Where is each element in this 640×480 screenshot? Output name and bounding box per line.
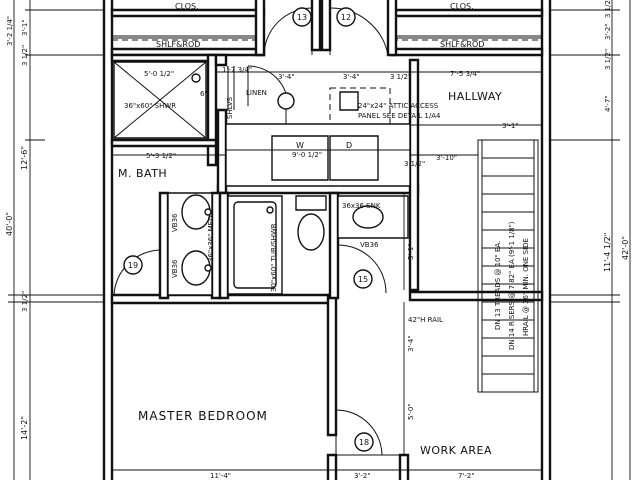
vanity-left [168,193,212,295]
door-tags [124,256,373,451]
door-18 [336,410,400,455]
dimension-text: 40'-0" 12'-6" 14'-2" 3'-2 1/4" 3'-1" 3 1… [5,0,630,480]
door-15 [338,245,386,293]
closet-left [112,0,264,55]
stair-notes: DN 13 TREADS @ 10" EA. DN 14 RISERS @ 7.… [494,221,530,350]
shower [114,62,206,138]
dim-right-total: 42'-0" [621,236,630,260]
dim-tick-3-1-2: 3 1/2" [404,160,425,168]
label-shower: 36"x60" SHWR [124,102,176,110]
dim-left-b: 3'-1" [21,19,29,36]
dim-3-4-a: 3'-4" [278,73,295,81]
dimensions-interior [112,72,542,470]
label-washer: W [296,141,304,150]
dim-3-4-b: 3'-4" [343,73,360,81]
door-tag-12: 12 [341,13,351,22]
sink-vanity [338,196,408,238]
label-shelves: SHLVS [226,96,234,119]
dim-left-c2: 3 1/2" [21,291,29,312]
dim-right-d2: 3 1/2" [604,49,612,70]
dim-left-c: 3 1/2" [21,45,29,66]
stair-note-treads: DN 13 TREADS @ 10" EA. [494,241,502,330]
dim-left-upper: 12'-6" [20,146,29,170]
dim-left-a: 3'-2 1/4" [6,16,14,46]
door-tag-18: 18 [359,438,369,447]
room-master-bedroom: MASTER BEDROOM [138,409,268,423]
fixture-labels: CLOS. CLOS. SHLF&ROD SHLF&ROD 36"x60" SH… [124,2,484,324]
label-sink: 36x36 SNK [342,202,381,210]
washer-dryer [226,92,410,186]
dim-right-a: 3'-2" [604,23,612,40]
closet-right [388,0,542,55]
dim-6: 6" [200,90,208,98]
label-rail: 42"H RAIL [408,316,443,324]
dim-left-lower: 14'-2" [20,416,29,440]
label-attic-access: 24"x24" ATTIC ACCESS [358,102,439,110]
toilet [296,196,326,251]
dim-3-1: 3'-1" [502,122,519,130]
dim-right-c: 11'-4 1/2" [603,233,612,272]
dim-9-0-1-2: 9'-0 1/2" [292,151,322,159]
dimensions-right [550,0,630,480]
stair-note-risers: DN 14 RISERS @ 7.82" EA (9'-1 1/8") [508,221,516,350]
attic-access [330,88,390,124]
label-linen: LINEN [246,89,267,97]
label-panel-detail: PANEL SEE DETAIL 1/A4 [358,112,441,120]
dim-5-3-1-2: 5'-3 1/2" [146,152,176,160]
stairs [420,140,538,392]
bath-walls [112,55,542,480]
dim-right-d: 3 1/2" [604,0,612,18]
door-12 [322,0,388,55]
dim-1-7-3-4: 1'-7 3/4" [222,66,252,74]
label-closet-left: CLOS. [175,2,199,11]
door-numbers: 13 12 19 15 18 [128,13,369,447]
dim-bottom-7-2: 7'-2" [458,472,475,480]
label-vanity-mid: 36"x36" MED [207,216,215,262]
dim-5-0: 5'-0" [407,403,415,420]
dim-3-10: 3'-10" [436,154,457,162]
door-tag-13: 13 [297,13,307,22]
label-closet-right: CLOS. [450,2,474,11]
dim-bottom-3-2: 3'-2" [354,472,371,480]
label-dryer: D [346,141,352,150]
room-hallway: HALLWAY [448,90,502,103]
room-labels: MASTER BEDROOM M. BATH HALLWAY WORK AREA [118,90,502,457]
dim-5-1: 5'-1" [407,243,415,260]
label-vanity-right: VB36 [360,241,379,249]
stair-note-hrail: HRAIL @ 36" MIN. ONE SIDE [522,238,530,336]
dim-3-4-vertical: 3'-4" [407,335,415,352]
dimensions-left [8,0,104,480]
door-tag-15: 15 [358,275,368,284]
door-13 [264,0,320,55]
label-shelf-rod-right: SHLF&ROD [440,40,484,49]
exterior-walls [104,0,550,480]
label-vanity-left-1: VB36 [171,213,179,232]
dim-shower-width: 5'-0 1/2" [144,70,174,78]
dim-3-1-2: 3 1/2" [390,73,411,81]
dim-7-5-3-4: 7'-5 3/4" [450,70,480,78]
label-vanity-left-2: VB36 [171,259,179,278]
label-tub-shower: 30"x60" TUB/SHWR [270,223,278,292]
tub-shower [228,196,282,294]
label-shelf-rod-left: SHLF&ROD [156,40,200,49]
dim-left-total: 40'-0" [5,212,14,236]
dim-right-b: 4'-7" [604,95,612,112]
room-work-area: WORK AREA [420,444,492,457]
room-m-bath: M. BATH [118,167,167,180]
dim-bottom-11-4: 11'-4" [210,472,231,480]
door-tag-19: 19 [128,261,138,270]
